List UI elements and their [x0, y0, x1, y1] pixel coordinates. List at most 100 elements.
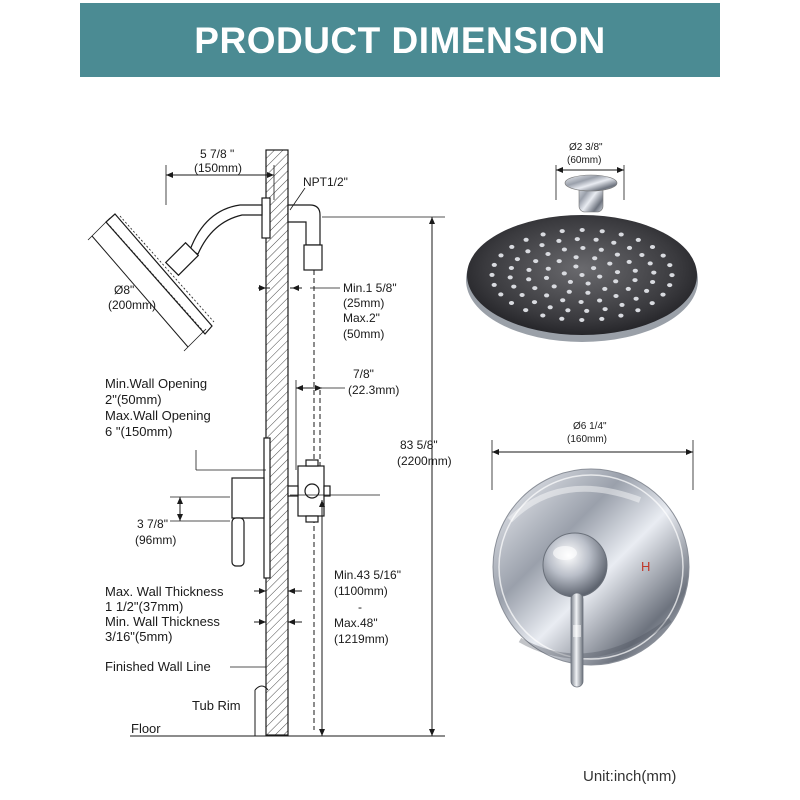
nozzle-hole [573, 255, 579, 260]
nozzle-hole [625, 286, 631, 291]
nozzle-hole [551, 284, 557, 289]
nozzle-hole [526, 267, 532, 272]
head-diameter-dimension [87, 217, 207, 352]
trim-diameter-mm-label: (160mm) [567, 434, 607, 445]
nozzle-hole [559, 316, 565, 321]
nozzle-hole [644, 288, 650, 293]
nozzle-hole [525, 249, 531, 254]
nozzle-hole [519, 293, 525, 297]
nozzle-hole [619, 302, 625, 307]
shower-head-photo [466, 174, 698, 342]
nozzle-hole [611, 240, 617, 245]
nozzle-hole [635, 237, 641, 242]
floor-label: Floor [131, 721, 161, 736]
nozzle-hole [511, 284, 517, 289]
nozzle-hole [532, 286, 538, 291]
flange-min-label: Min.1 5/8" [343, 281, 397, 295]
nozzle-hole [667, 283, 673, 288]
nozzle-hole [649, 301, 655, 306]
nozzle-hole [597, 298, 603, 303]
valve-depth-mm-label: (22.3mm) [348, 383, 399, 397]
nozzle-hole [574, 237, 580, 242]
flange-diameter-label: Ø2 3/8" [569, 142, 603, 153]
total-height-dimension [322, 216, 445, 736]
nozzle-hole [544, 293, 550, 298]
unit-label: Unit:inch(mm) [583, 768, 676, 785]
nozzle-hole [585, 290, 591, 295]
nozzle-hole [579, 228, 585, 232]
nozzle-hole [491, 262, 497, 267]
nozzle-hole [531, 300, 538, 305]
nozzle-hole [547, 305, 553, 310]
trim-diameter-label: Ø6 1/4" [573, 421, 607, 432]
nozzle-hole [540, 313, 546, 318]
page-title: PRODUCT DIMENSION [194, 20, 606, 61]
shower-head-nozzles [489, 228, 675, 322]
nozzle-hole [533, 259, 539, 264]
total-height-label: 83 5/8" [400, 438, 438, 452]
wall-section [265, 149, 289, 736]
nozzle-hole [508, 266, 514, 270]
finished-wall-line-label: Finished Wall Line [105, 659, 211, 674]
nozzle-hole [489, 272, 495, 277]
head-diameter-label: Ø8" [114, 283, 134, 297]
nozzle-hole [626, 245, 633, 250]
nozzle-hole [560, 298, 566, 303]
max-wall-opening-label: Max.Wall Opening [105, 408, 211, 423]
nozzle-hole [567, 279, 574, 284]
flange-max-mm-label: (50mm) [343, 327, 384, 341]
valve-height-dash: - [358, 600, 362, 614]
nozzle-hole [565, 308, 571, 313]
nozzle-hole [614, 270, 621, 275]
nozzle-hole [579, 318, 585, 322]
nozzle-hole [585, 281, 591, 286]
tub-rim-label: Tub Rim [192, 698, 241, 713]
nozzle-hole [561, 271, 567, 276]
valve-height-max-mm-label: (1219mm) [334, 632, 389, 646]
handle-length-mm-label: (96mm) [135, 533, 176, 547]
nozzle-hole [539, 243, 545, 248]
max-wall-opening-value: 6 "(150mm) [105, 424, 172, 439]
title-banner: PRODUCT DIMENSION [80, 3, 720, 77]
min-wall-opening-value: 2"(50mm) [105, 392, 162, 407]
nozzle-hole [592, 256, 598, 261]
npt-label: NPT1/2" [303, 175, 348, 189]
valve-height-max-label: Max.48" [334, 616, 378, 630]
nozzle-hole [526, 277, 532, 282]
nozzle-hole [543, 275, 550, 280]
valve-depth-label: 7/8" [353, 367, 374, 381]
nozzle-hole [556, 238, 562, 243]
nozzle-hole [578, 300, 584, 304]
nozzle-hole [523, 237, 529, 242]
min-wall-thickness-value: 3/16"(5mm) [105, 629, 172, 644]
nozzle-hole [507, 275, 513, 280]
min-wall-thickness-label: Min. Wall Thickness [105, 614, 220, 629]
flange-diameter-mm-label: (60mm) [567, 155, 601, 166]
nozzle-hole [566, 289, 572, 294]
max-wall-thickness-value: 1 1/2"(37mm) [105, 599, 183, 614]
nozzle-hole [584, 308, 590, 313]
nozzle-hole [626, 259, 632, 264]
trim-diameter-dimension [491, 440, 694, 490]
handle-length-label: 3 7/8" [137, 517, 168, 531]
wall-thickness-arrows [254, 588, 302, 625]
flange-max-label: Max.2" [343, 311, 380, 325]
flange-depth-dimension [258, 285, 340, 291]
nozzle-hole [598, 247, 604, 252]
valve-height-min-mm-label: (1100mm) [334, 584, 388, 598]
nozzle-hole [597, 274, 603, 279]
nozzle-hole [618, 232, 624, 237]
nozzle-hole [498, 253, 504, 258]
floor-line [130, 685, 445, 737]
nozzle-hole [635, 308, 641, 313]
nozzle-hole [599, 316, 605, 321]
nozzle-hole [561, 247, 568, 252]
nozzle-hole [573, 264, 579, 269]
nozzle-hole [667, 263, 673, 268]
nozzle-hole [649, 245, 656, 249]
nozzle-hole [639, 253, 645, 257]
nozzle-hole [632, 278, 638, 283]
nozzle-hole [556, 259, 562, 264]
shower-head-side [105, 213, 215, 335]
